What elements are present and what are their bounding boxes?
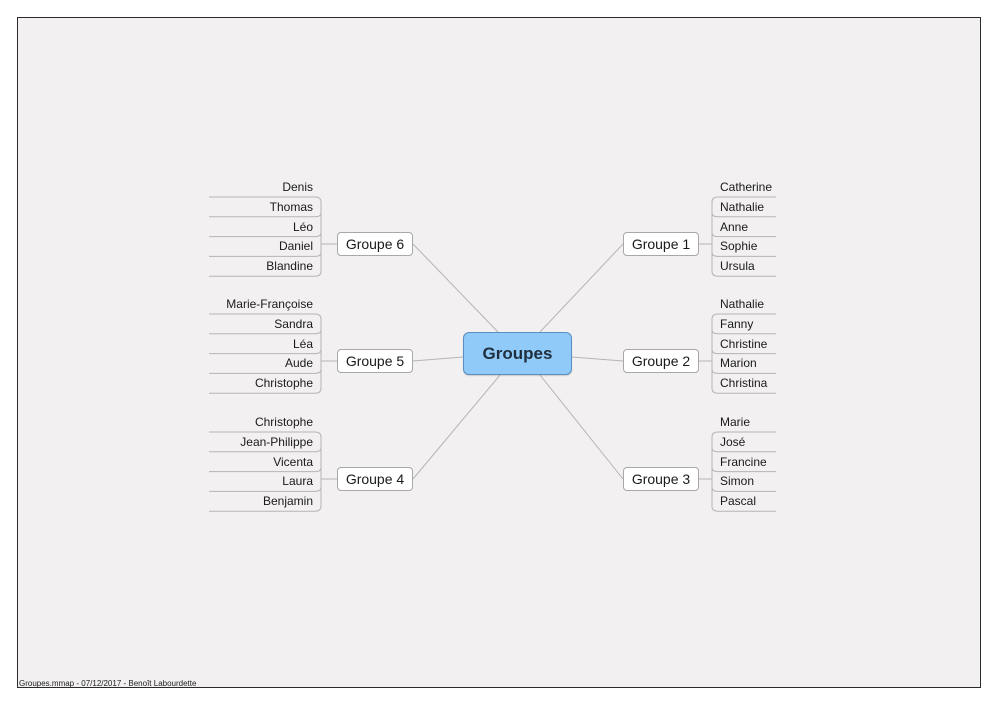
leaf-bracket	[314, 313, 322, 394]
subtopic-member[interactable]: Marie	[720, 415, 751, 429]
topic-label: Groupe 1	[631, 236, 691, 252]
root-connector	[412, 356, 464, 362]
subtopic-member[interactable]: José	[720, 434, 746, 449]
root-topic-label: Groupes	[482, 343, 553, 363]
leaf-bracket	[711, 196, 719, 277]
topic-label: Groupe 4	[345, 471, 405, 487]
leaf-bracket-tick	[711, 349, 719, 355]
topic-groupe-6[interactable]: Groupe 6	[337, 232, 413, 256]
leaf-bracket-tick	[314, 212, 322, 218]
topic-groupe-3[interactable]: Groupe 3	[623, 467, 699, 491]
leaf-bracket-tick	[314, 252, 322, 257]
leaf-bracket-tick	[314, 232, 322, 238]
topic-groupe-1[interactable]: Groupe 1	[623, 232, 699, 256]
root-connector	[539, 243, 624, 333]
topic-label: Groupe 5	[345, 353, 405, 369]
topic-groupe-5[interactable]: Groupe 5	[337, 349, 413, 373]
subtopic-member[interactable]: Laura	[282, 474, 313, 489]
leaf-bracket-tick	[314, 447, 322, 453]
leaf-bracket-tick	[711, 467, 719, 473]
subtopic-member[interactable]: Jean-Philippe	[240, 434, 313, 449]
subtopic-member[interactable]: Léo	[292, 219, 313, 234]
subtopic-member[interactable]: Ursula	[720, 259, 755, 274]
subtopic-member[interactable]: Pascal	[720, 494, 757, 509]
leaf-bracket-tick	[711, 487, 719, 492]
subtopic-member[interactable]: Léa	[292, 336, 313, 351]
subtopic-member[interactable]: Marie-Françoise	[226, 297, 313, 311]
subtopic-member[interactable]: Sandra	[274, 316, 313, 331]
subtopic-member[interactable]: Sophie	[720, 239, 758, 254]
topic-groupe-2[interactable]: Groupe 2	[623, 349, 699, 373]
leaf-bracket-tick	[711, 252, 719, 257]
leaf-bracket-tick	[314, 467, 322, 473]
subtopic-member[interactable]: Benjamin	[262, 494, 313, 509]
subtopic-member[interactable]: Christophe	[254, 415, 313, 429]
subtopic-member[interactable]: Vicenta	[273, 454, 313, 469]
leaf-bracket-tick	[314, 487, 322, 492]
subtopic-member[interactable]: Nathalie	[720, 199, 765, 214]
subtopic-member[interactable]: Denis	[282, 180, 313, 194]
subtopic-member[interactable]: Daniel	[278, 239, 313, 254]
leaf-bracket-tick	[314, 369, 322, 374]
leaf-bracket	[314, 196, 322, 277]
subtopic-member[interactable]: Blandine	[266, 259, 313, 274]
subtopic-member[interactable]: Aude	[284, 356, 313, 371]
subtopic-member[interactable]: Anne	[720, 219, 749, 234]
root-connector	[539, 374, 624, 480]
root-connector	[412, 243, 499, 333]
leaf-bracket	[711, 431, 719, 512]
leaf-bracket-tick	[711, 232, 719, 238]
leaf-bracket-tick	[711, 447, 719, 453]
topic-groupe-4[interactable]: Groupe 4	[337, 467, 413, 491]
leaf-bracket-tick	[314, 329, 322, 335]
subtopic-member[interactable]: Fanny	[720, 316, 754, 331]
leaf-bracket-tick	[711, 329, 719, 335]
root-connector	[412, 374, 501, 480]
subtopic-member[interactable]: Nathalie	[720, 297, 765, 311]
subtopic-member[interactable]: Christina	[720, 376, 768, 391]
subtopic-member[interactable]: Thomas	[269, 199, 313, 214]
topic-label: Groupe 2	[631, 353, 691, 369]
subtopic-member[interactable]: Marion	[720, 356, 757, 371]
topic-label: Groupe 3	[631, 471, 691, 487]
root-topic[interactable]: Groupes	[463, 332, 572, 375]
subtopic-member[interactable]: Christophe	[254, 376, 313, 391]
root-connector	[571, 356, 624, 362]
subtopic-member[interactable]: Simon	[720, 474, 755, 489]
subtopic-member[interactable]: Francine	[720, 454, 767, 469]
topic-label: Groupe 6	[345, 236, 405, 252]
leaf-bracket	[711, 313, 719, 394]
leaf-bracket-tick	[314, 349, 322, 355]
subtopic-member[interactable]: Christine	[720, 336, 768, 351]
leaf-bracket	[314, 431, 322, 512]
leaf-bracket-tick	[711, 212, 719, 218]
footer-caption: Groupes.mmap - 07/12/2017 - Benoît Labou…	[19, 679, 197, 688]
subtopic-member[interactable]: Catherine	[720, 180, 773, 194]
leaf-bracket-tick	[711, 369, 719, 374]
